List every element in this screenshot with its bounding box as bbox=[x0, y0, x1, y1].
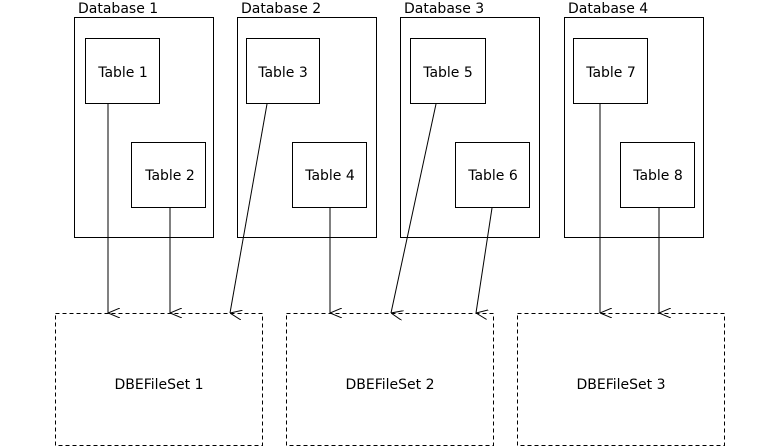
table-4-box bbox=[292, 142, 367, 208]
database-1: Database 1 Table 1 Table 2 bbox=[74, 1, 214, 238]
database-3-box bbox=[400, 17, 540, 238]
table-3-label: Table 3 bbox=[257, 65, 308, 81]
database-1-label: Database 1 bbox=[78, 1, 158, 17]
database-4-label: Database 4 bbox=[568, 1, 648, 17]
fileset-2-box bbox=[286, 313, 494, 446]
fileset-2: DBEFileSet 2 bbox=[286, 313, 494, 446]
database-2-box bbox=[237, 17, 377, 238]
arrow-table-5-to-fileset-2 bbox=[391, 103, 437, 313]
fileset-1-label: DBEFileSet 1 bbox=[114, 377, 203, 393]
fileset-1-box bbox=[55, 313, 263, 446]
database-4-box bbox=[564, 17, 704, 238]
table-8-box bbox=[620, 142, 695, 208]
fileset-1: DBEFileSet 1 bbox=[55, 313, 263, 446]
database-3-label: Database 3 bbox=[404, 1, 484, 17]
database-2: Database 2 Table 3 Table 4 bbox=[237, 1, 377, 238]
fileset-3: DBEFileSet 3 bbox=[517, 313, 725, 446]
table-7-label: Table 7 bbox=[585, 65, 636, 81]
table-5-box bbox=[410, 38, 486, 104]
arrow-table-3-to-fileset-1 bbox=[230, 103, 268, 313]
table-6-box bbox=[455, 142, 530, 208]
arrow-table-6-to-fileset-2 bbox=[476, 207, 493, 313]
database-2-label: Database 2 bbox=[241, 1, 321, 17]
fileset-3-label: DBEFileSet 3 bbox=[576, 377, 665, 393]
table-1-label: Table 1 bbox=[97, 65, 148, 81]
table-8-label: Table 8 bbox=[632, 168, 683, 184]
table-3-box bbox=[246, 38, 320, 104]
fileset-2-label: DBEFileSet 2 bbox=[345, 377, 434, 393]
database-3: Database 3 Table 5 Table 6 bbox=[400, 1, 540, 238]
table-6-label: Table 6 bbox=[467, 168, 518, 184]
fileset-3-box bbox=[517, 313, 725, 446]
table-1-box bbox=[85, 38, 160, 104]
database-4: Database 4 Table 7 Table 8 bbox=[564, 1, 704, 238]
table-5-label: Table 5 bbox=[422, 65, 473, 81]
table-2-label: Table 2 bbox=[144, 168, 195, 184]
table-4-label: Table 4 bbox=[304, 168, 355, 184]
table-7-box bbox=[573, 38, 648, 104]
database-1-box bbox=[74, 17, 214, 238]
mapping-arrows bbox=[107, 103, 659, 313]
table-2-box bbox=[131, 142, 206, 208]
